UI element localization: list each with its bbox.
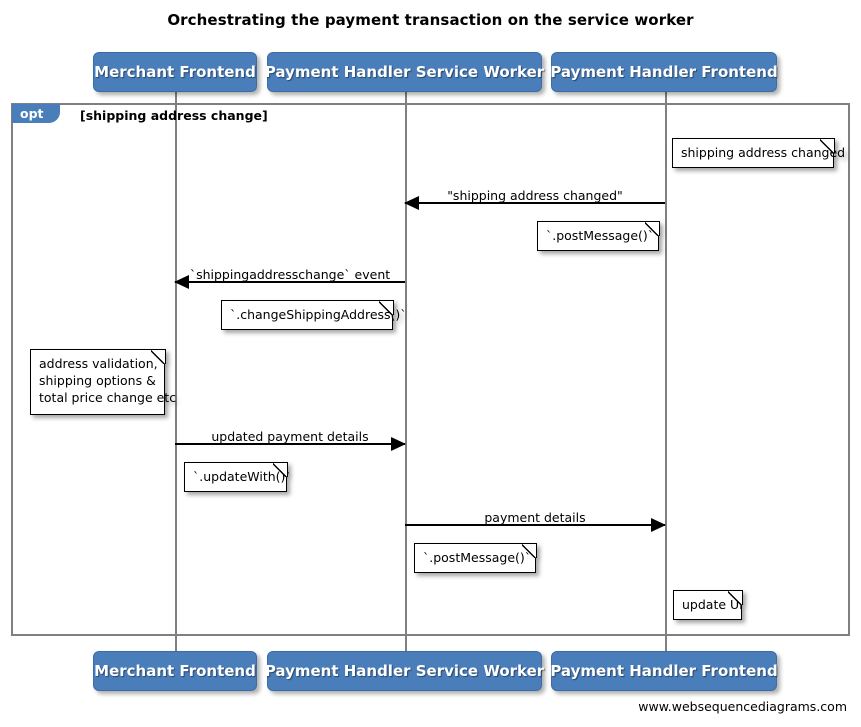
note-fold-corner-icon: [272, 461, 288, 477]
note-fold-corner-icon: [521, 542, 537, 558]
participant-label: Payment Handler Frontend: [550, 63, 778, 81]
opt-fragment-guard: [shipping address change]: [80, 108, 268, 123]
message-line-shippingaddresschange-event: [175, 281, 405, 283]
participant-bottom-payment-handler-frontend[interactable]: Payment Handler Frontend: [550, 651, 778, 691]
participant-bottom-merchant-frontend[interactable]: Merchant Frontend: [93, 651, 257, 691]
note-update-with: `.updateWith()`: [184, 461, 292, 492]
footer-attribution: www.websequencediagrams.com: [638, 699, 847, 714]
opt-fragment-tag: opt: [12, 104, 60, 123]
message-label-shipping-address-changed: "shipping address changed": [447, 188, 623, 203]
arrow-head-right-icon: [651, 518, 666, 532]
note-fold-corner-icon: [378, 299, 394, 315]
arrow-head-right-icon: [391, 437, 406, 451]
note-fold-corner-icon: [819, 137, 835, 153]
arrow-head-left-icon: [404, 196, 419, 210]
message-label-payment-details: payment details: [484, 510, 586, 525]
message-label-updated-payment-details: updated payment details: [211, 429, 369, 444]
participant-label: Merchant Frontend: [94, 662, 256, 680]
participant-label: Merchant Frontend: [94, 63, 256, 81]
note-update-ui: update UI: [673, 589, 743, 620]
note-fold-corner-icon: [727, 589, 743, 605]
participant-label: Payment Handler Service Worker: [264, 662, 545, 680]
lifeline-merchant-frontend: [175, 92, 177, 652]
participant-label: Payment Handler Service Worker: [264, 63, 545, 81]
lifeline-payment-handler-service-worker: [405, 92, 407, 652]
note-shipping-address-changed: shipping address changed: [672, 137, 845, 168]
message-label-shippingaddresschange-event: `shippingaddresschange` event: [189, 267, 391, 282]
message-line-shipping-address-changed: [405, 202, 665, 204]
participant-label: Payment Handler Frontend: [550, 662, 778, 680]
opt-fragment-frame: [11, 103, 850, 636]
message-line-updated-payment-details: [175, 443, 405, 445]
participant-top-payment-handler-service-worker[interactable]: Payment Handler Service Worker: [264, 52, 545, 92]
participant-top-merchant-frontend[interactable]: Merchant Frontend: [93, 52, 257, 92]
diagram-title: Orchestrating the payment transaction on…: [167, 11, 694, 29]
note-fold-corner-icon: [644, 220, 660, 236]
participant-top-payment-handler-frontend[interactable]: Payment Handler Frontend: [550, 52, 778, 92]
participant-bottom-payment-handler-service-worker[interactable]: Payment Handler Service Worker: [264, 651, 545, 691]
arrow-head-left-icon: [174, 275, 189, 289]
note-post-message-1: `.postMessage()`: [537, 220, 660, 251]
note-address-validation: address validation, shipping options & t…: [30, 348, 176, 415]
note-change-shipping-address: `.changeShippingAddress()`: [221, 299, 407, 330]
message-line-payment-details: [405, 524, 665, 526]
lifeline-payment-handler-frontend: [665, 92, 667, 652]
note-post-message-2: `.postMessage()`: [414, 542, 537, 573]
note-fold-corner-icon: [150, 348, 166, 364]
